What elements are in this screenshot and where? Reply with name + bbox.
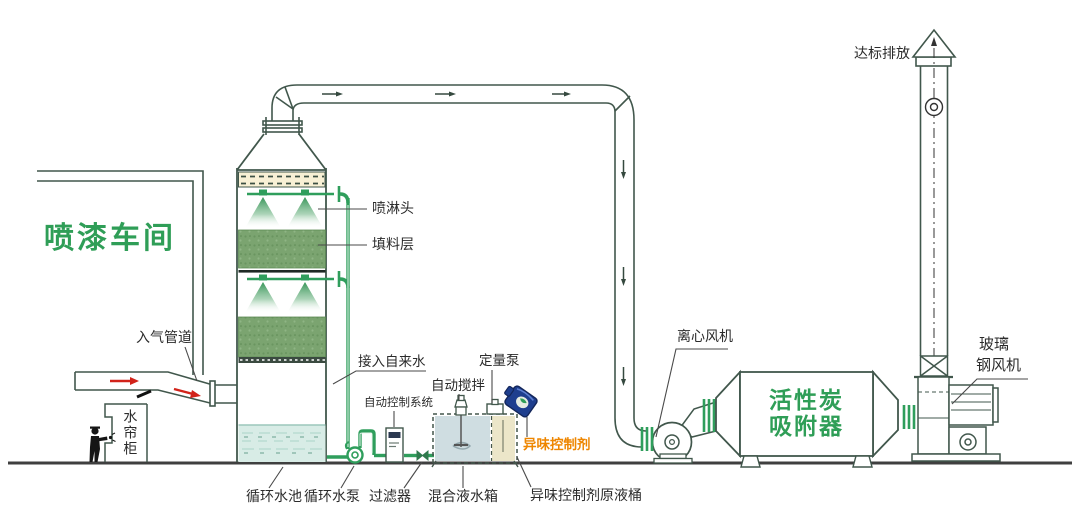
spray-nozzle-cones [245, 197, 323, 313]
label-centrifugal-fan: 离心风机 [677, 328, 733, 344]
label-mixing-tank: 混合液水箱 [428, 488, 498, 504]
label-discharge: 达标排放 [854, 45, 910, 61]
metering-pump [486, 398, 504, 415]
label-auto-mixer: 自动搅拌 [431, 378, 485, 393]
carbon-adsorber [715, 369, 916, 468]
leader-lines [184, 208, 1028, 489]
label-circulating-pool: 循环水池 [246, 488, 302, 504]
circulation-piping [327, 192, 434, 459]
packing-layers [238, 229, 326, 363]
mixing-tank [431, 413, 519, 468]
label-packing-layer: 填料层 [372, 236, 414, 252]
centrifugal-fan [640, 399, 717, 464]
worker-figure [89, 426, 116, 462]
label-water-curtain: 水帘柜 [122, 409, 139, 457]
label-filter: 过滤器 [369, 488, 411, 504]
water-curtain-cabinet [104, 403, 148, 462]
label-frp-fan-line1: 玻璃 [979, 336, 1010, 353]
inlet-flow-arrows [110, 377, 201, 398]
label-spray-head: 喷淋头 [372, 200, 414, 216]
label-frp-fan-line2: 钢风机 [976, 357, 1022, 374]
label-odor-agent: 异味控制剂 [523, 437, 591, 452]
label-auto-control: 自动控制系统 [364, 397, 433, 409]
workshop-wall [37, 170, 204, 375]
inlet-duct [74, 371, 237, 407]
label-odor-agent-barrel: 异味控制剂原液桶 [530, 487, 642, 503]
control-cabinet [385, 427, 404, 463]
agent-jug [504, 385, 538, 418]
tower-top-flange [262, 117, 303, 135]
agitator [454, 394, 468, 447]
frp-fan [911, 355, 1001, 462]
spray-tower [236, 117, 341, 462]
label-circulating-pump: 循环水泵 [304, 488, 360, 504]
circulating-pool-water [238, 424, 326, 462]
label-carbon-adsorber-line2: 吸附器 [769, 413, 844, 439]
circulating-pump [344, 441, 364, 464]
workshop-title: 喷漆车间 [44, 222, 176, 255]
filter-valve [416, 449, 429, 462]
label-carbon-adsorber-line1: 活性炭 [769, 387, 844, 413]
duct-flow-arrows [322, 91, 626, 386]
label-tap-water: 接入自来水 [358, 354, 426, 369]
label-inlet-duct: 入气管道 [136, 329, 192, 345]
label-metering-pump: 定量泵 [479, 353, 520, 368]
exhaust-stack [911, 28, 957, 372]
spray-headers [247, 186, 341, 287]
main-exhaust-duct [271, 84, 647, 448]
demister-band [238, 171, 326, 188]
